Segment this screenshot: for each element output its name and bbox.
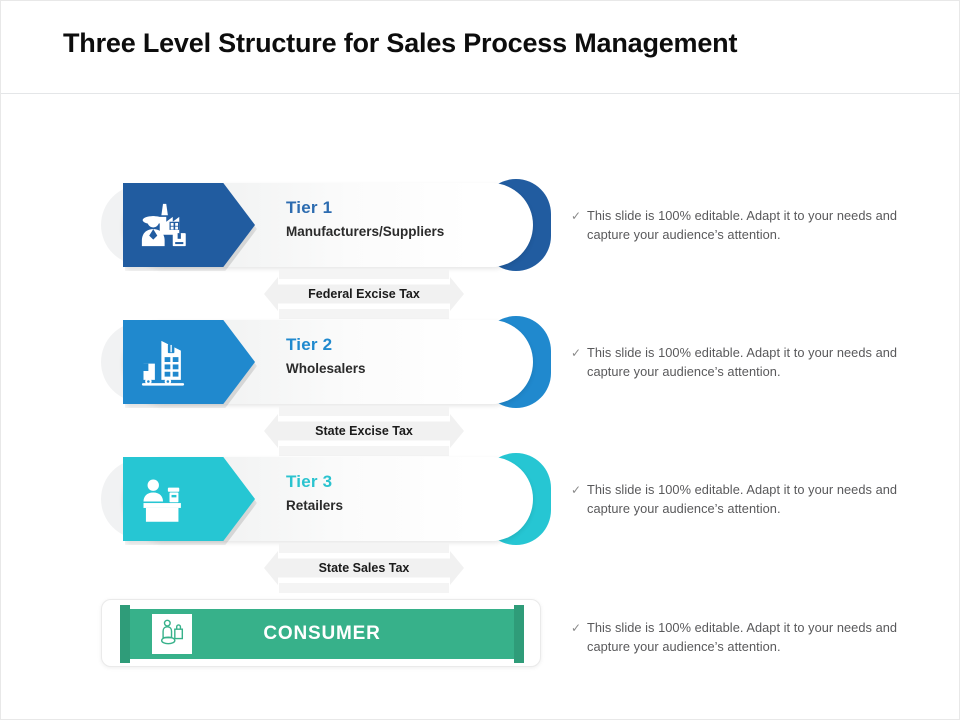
bullet-3-text: This slide is 100% editable. Adapt it to… xyxy=(587,482,898,516)
check-icon: ✓ xyxy=(571,621,582,635)
connector-3-label: State Sales Tax xyxy=(318,561,410,575)
tier-2-label: Tier 2 xyxy=(286,335,333,354)
connector-2-stem-top xyxy=(279,406,449,416)
connector-1-label: Federal Excise Tax xyxy=(308,287,420,301)
connector-2: State Excise Tax xyxy=(264,414,464,448)
connector-3-stem-bottom xyxy=(279,583,449,593)
tier-row-2[interactable]: Tier 2 Wholesalers xyxy=(101,316,561,408)
connector-1-stem-bottom xyxy=(279,309,449,319)
check-icon: ✓ xyxy=(571,483,582,497)
bullet-2: ✓ This slide is 100% editable. Adapt it … xyxy=(571,343,911,381)
consumer-bar: CONSUMER xyxy=(120,605,524,663)
tier-3-arrow xyxy=(123,457,255,541)
connector-1: Federal Excise Tax xyxy=(264,277,464,311)
warehouse-truck-icon xyxy=(137,336,189,388)
bullet-3: ✓ This slide is 100% editable. Adapt it … xyxy=(571,480,911,518)
tier-3-text: Tier 3 Retailers xyxy=(286,471,343,516)
consumer-cap-left xyxy=(120,605,130,663)
consumer-title: CONSUMER xyxy=(263,623,381,644)
title-area: Three Level Structure for Sales Process … xyxy=(1,1,960,94)
tier-3-label: Tier 3 xyxy=(286,472,333,491)
bullet-4-text: This slide is 100% editable. Adapt it to… xyxy=(587,620,898,654)
shopper-icon xyxy=(157,617,187,652)
connector-2-label: State Excise Tax xyxy=(315,424,413,438)
consumer-card[interactable]: CONSUMER xyxy=(101,599,541,667)
check-icon: ✓ xyxy=(571,346,582,360)
tier-1-text: Tier 1 Manufacturers/Suppliers xyxy=(286,197,444,242)
bullet-2-text: This slide is 100% editable. Adapt it to… xyxy=(587,345,898,379)
page-title: Three Level Structure for Sales Process … xyxy=(63,28,738,58)
title-divider xyxy=(1,93,960,94)
tier-row-3[interactable]: Tier 3 Retailers xyxy=(101,453,561,545)
connector-3-stem-top xyxy=(279,543,449,553)
tier-2-text: Tier 2 Wholesalers xyxy=(286,334,366,379)
bullet-1: ✓ This slide is 100% editable. Adapt it … xyxy=(571,206,911,244)
tier-2-sublabel: Wholesalers xyxy=(286,361,366,376)
connector-3: State Sales Tax xyxy=(264,551,464,585)
tier-1-sublabel: Manufacturers/Suppliers xyxy=(286,224,445,239)
consumer-icon-tile xyxy=(152,614,192,654)
tier-row-1[interactable]: Tier 1 Manufacturers/Suppliers xyxy=(101,179,561,271)
consumer-cap-right xyxy=(514,605,524,663)
tier-1-arrow xyxy=(123,183,255,267)
tier-1-label: Tier 1 xyxy=(286,198,333,217)
check-icon: ✓ xyxy=(571,209,582,223)
retail-counter-icon xyxy=(137,473,189,525)
tier-3-sublabel: Retailers xyxy=(286,498,344,513)
bullet-1-text: This slide is 100% editable. Adapt it to… xyxy=(587,208,898,242)
factory-worker-icon xyxy=(137,199,189,251)
connector-1-stem-top xyxy=(279,269,449,279)
tier-2-arrow xyxy=(123,320,255,404)
bullet-4: ✓ This slide is 100% editable. Adapt it … xyxy=(571,618,911,656)
connector-2-stem-bottom xyxy=(279,446,449,456)
